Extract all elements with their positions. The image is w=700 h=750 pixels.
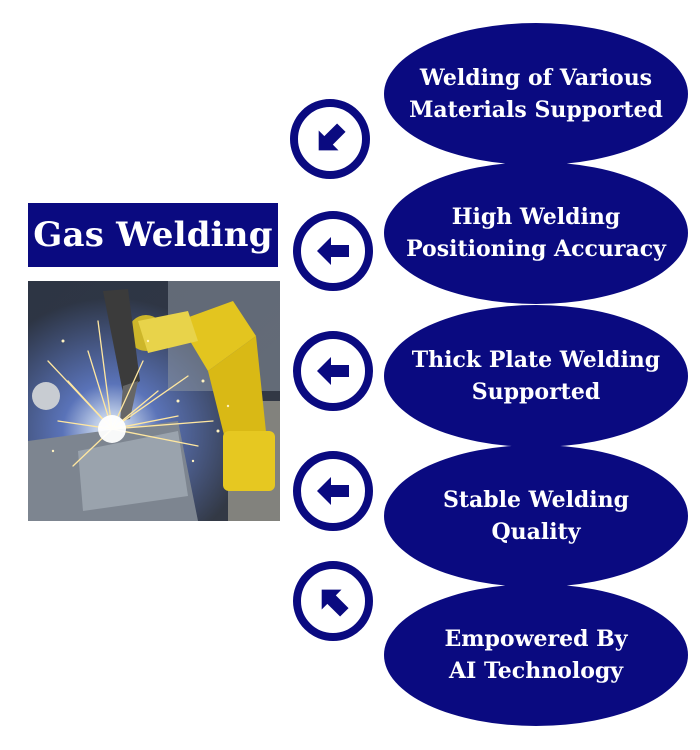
arrow-left-icon — [317, 357, 349, 385]
feature-4-line-2: Quality — [491, 519, 581, 545]
feature-5-line-2: AI Technology — [448, 658, 624, 684]
arrow-up-left-circle — [293, 561, 373, 641]
feature-ellipse-5: Empowered By AI Technology — [384, 584, 688, 726]
feature-ellipse-1: Welding of Various Materials Supported — [384, 23, 688, 165]
feature-1-line-1: Welding of Various — [419, 65, 653, 91]
arrow-left-icon — [317, 477, 349, 505]
feature-ellipse-2: High Welding Positioning Accuracy — [384, 162, 688, 304]
welding-robot-photo — [28, 281, 280, 521]
feature-2-line-1: High Welding — [451, 204, 621, 230]
arrow-down-left-icon — [318, 123, 346, 151]
arrow-left-circle-3 — [293, 451, 373, 531]
diagram-title: Gas Welding — [28, 203, 278, 267]
arrow-left-circle-2 — [293, 331, 373, 411]
feature-5-line-1: Empowered By — [444, 626, 628, 652]
feature-4-line-1: Stable Welding — [442, 487, 630, 513]
feature-2-line-2: Positioning Accuracy — [406, 236, 666, 262]
arrow-left-circle-1 — [293, 211, 373, 291]
feature-1-line-2: Materials Supported — [409, 97, 663, 123]
arrow-left-icon — [317, 237, 349, 265]
feature-ellipse-3: Thick Plate Welding Supported — [384, 305, 688, 447]
feature-3-line-1: Thick Plate Welding — [411, 347, 661, 373]
feature-ellipse-4: Stable Welding Quality — [384, 445, 688, 587]
feature-3-line-2: Supported — [471, 379, 601, 405]
arrow-down-left-circle — [290, 99, 370, 179]
arrow-up-left-icon — [321, 589, 349, 617]
